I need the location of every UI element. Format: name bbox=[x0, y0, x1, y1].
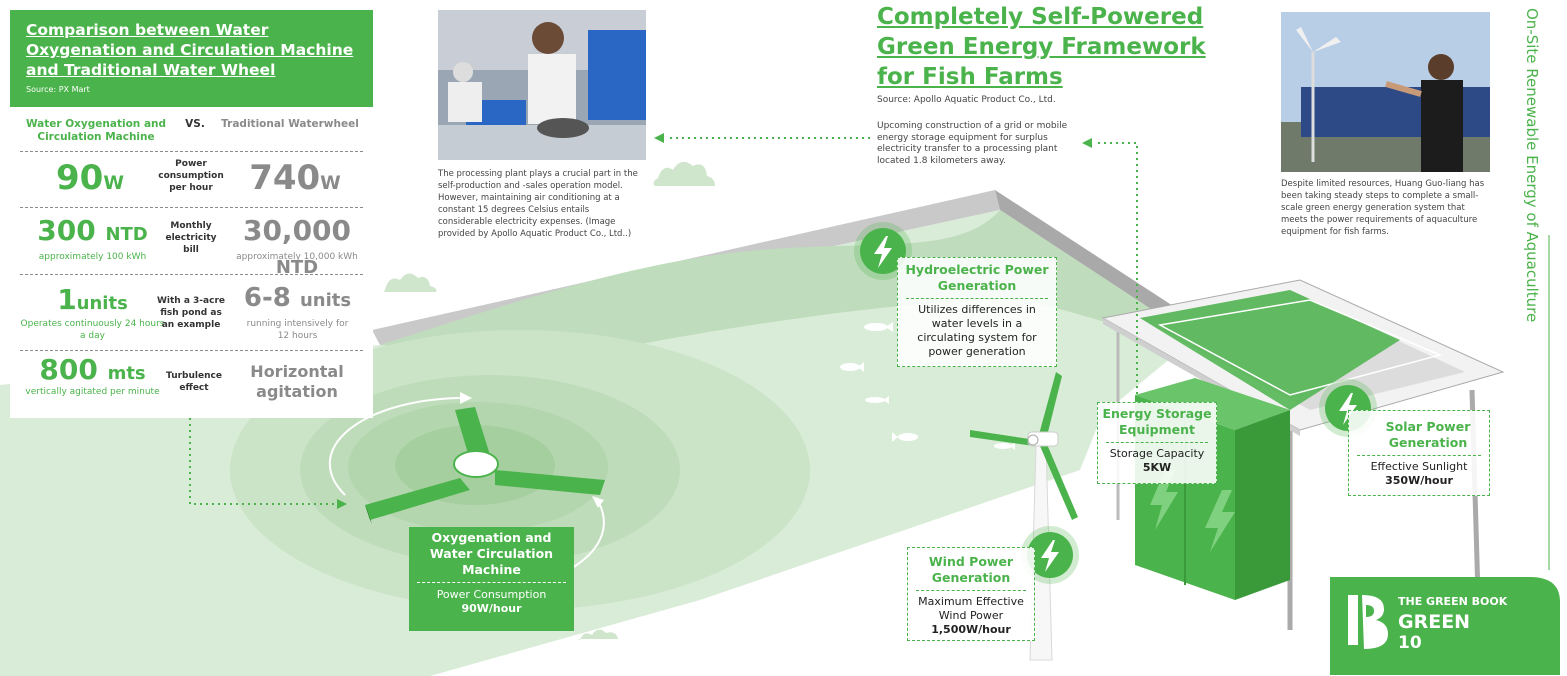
wind-title: Wind Power Generation bbox=[928, 554, 1014, 585]
machine-units-value: 1units bbox=[57, 283, 128, 316]
waterwheel-turbulence-value: Horizontal agitation bbox=[250, 362, 344, 401]
oxygenation-desc-text: Power Consumption bbox=[436, 588, 547, 601]
aerator-hub bbox=[453, 450, 499, 478]
waterwheel-bill-sub: approximately 10,000 kWh bbox=[236, 252, 358, 262]
machine-turbulence-value: 800 mts bbox=[39, 353, 146, 386]
row-label-bill: Monthly electricity bill bbox=[165, 221, 217, 255]
aerator-blade-2 bbox=[495, 470, 605, 495]
waterwheel-bill-value: 30,000 NTD bbox=[242, 214, 352, 278]
comparison-header: Comparison between Water Oxygenation and… bbox=[10, 10, 373, 107]
oxygenation-desc: Power Consumption 90W/hour bbox=[409, 588, 574, 616]
book-name: GREEN bbox=[1398, 611, 1471, 633]
waterwheel-units-value: 6-8 units bbox=[243, 283, 352, 313]
solar-value: 350W/hour bbox=[1385, 474, 1453, 487]
pond-wall-right bbox=[995, 190, 1210, 338]
solar-title: Solar Power Generation bbox=[1385, 419, 1471, 450]
row-divider bbox=[20, 207, 363, 208]
back-hill bbox=[380, 210, 1195, 360]
grid-note: Upcoming construction of a grid or mobil… bbox=[877, 121, 1068, 166]
oxygenation-title: Oxygenation and Water Circulation Machin… bbox=[429, 530, 554, 577]
row-label-pond: With a 3-acre fish pond as an example bbox=[156, 296, 225, 330]
turbine-blade-left bbox=[970, 430, 1036, 446]
solar-desc: Effective Sunlight bbox=[1370, 460, 1468, 473]
comparison-title: Comparison between Water Oxygenation and… bbox=[26, 21, 354, 79]
flow-storage-to-grid bbox=[1096, 142, 1138, 400]
side-title-text: On-Site Renewable Energy of Aquaculture bbox=[1523, 8, 1541, 323]
row-divider bbox=[20, 350, 363, 351]
machine-units-sub: Operates continuously 24 hours a day bbox=[20, 319, 165, 341]
fish-group bbox=[840, 322, 1015, 450]
machine-bill-sub: approximately 100 kWh bbox=[38, 252, 147, 262]
oxygenation-value: 90W/hour bbox=[461, 602, 522, 615]
turbine-blade-up bbox=[1038, 372, 1062, 440]
huang-caption: Despite limited resources, Huang Guo-lia… bbox=[1281, 179, 1485, 237]
turbine-blade-down bbox=[1040, 442, 1078, 520]
machine-turbulence-sub: vertically agitated per minute bbox=[25, 387, 160, 397]
aerator-blade-3 bbox=[365, 478, 470, 520]
row-label-power: Power consumption per hour bbox=[158, 159, 224, 193]
flow-to-aerator bbox=[189, 412, 340, 505]
storage-value: 5KW bbox=[1142, 461, 1172, 474]
huang-photo bbox=[1281, 12, 1490, 172]
bushes bbox=[384, 161, 715, 640]
battery-units bbox=[1135, 378, 1290, 600]
wind-desc: Maximum Effective Wind Power bbox=[918, 595, 1024, 622]
storage-title: Energy Storage Equipment bbox=[1102, 406, 1212, 437]
column-header-vs: VS. bbox=[185, 118, 205, 130]
row-divider bbox=[20, 151, 363, 152]
wind-value: 1,500W/hour bbox=[931, 623, 1011, 636]
oxygenation-label: Oxygenation and Water Circulation Machin… bbox=[409, 527, 574, 631]
hydro-title: Hydroelectric Power Generation bbox=[905, 262, 1049, 293]
processing-plant-photo bbox=[438, 10, 646, 160]
hydro-desc: Utilizes differences in water levels in … bbox=[917, 303, 1037, 358]
machine-power-value: 90W bbox=[56, 158, 124, 198]
main-title: Completely Self-Powered Green Energy Fra… bbox=[877, 4, 1206, 90]
hydro-label: Hydroelectric Power Generation Utilizes … bbox=[897, 257, 1057, 367]
book-number: 10 bbox=[1398, 633, 1422, 653]
waterwheel-power-value: 740W bbox=[249, 158, 341, 198]
solar-label: Solar Power Generation Effective Sunligh… bbox=[1348, 410, 1490, 496]
green-book-logo: THE GREEN BOOK GREEN 10 bbox=[1330, 577, 1560, 675]
main-source: Source: Apollo Aquatic Product Co., Ltd. bbox=[877, 95, 1056, 105]
machine-bill-value: 300 NTD bbox=[37, 214, 148, 247]
processing-caption: The processing plant plays a crucial par… bbox=[438, 169, 638, 239]
book-series: THE GREEN BOOK bbox=[1398, 595, 1508, 608]
column-header-waterwheel: Traditional Waterwheel bbox=[221, 118, 359, 130]
column-header-machine: Water Oxygenation and Circulation Machin… bbox=[25, 118, 167, 143]
side-title: On-Site Renewable Energy of Aquaculture bbox=[1505, 8, 1545, 322]
storage-desc: Storage Capacity bbox=[1109, 447, 1205, 460]
waterwheel-units-sub: running intensively for 12 hours bbox=[246, 319, 349, 341]
rotation-arc-top bbox=[328, 397, 461, 496]
row-label-turbulence: Turbulence effect bbox=[166, 371, 222, 393]
storage-label: Energy Storage Equipment Storage Capacit… bbox=[1097, 402, 1217, 484]
wind-label: Wind Power Generation Maximum Effective … bbox=[907, 547, 1035, 641]
aerator-blade-1 bbox=[455, 407, 490, 460]
comparison-source: Source: PX Mart bbox=[26, 85, 90, 94]
comparison-panel: Comparison between Water Oxygenation and… bbox=[10, 10, 373, 418]
row-divider bbox=[20, 274, 363, 275]
